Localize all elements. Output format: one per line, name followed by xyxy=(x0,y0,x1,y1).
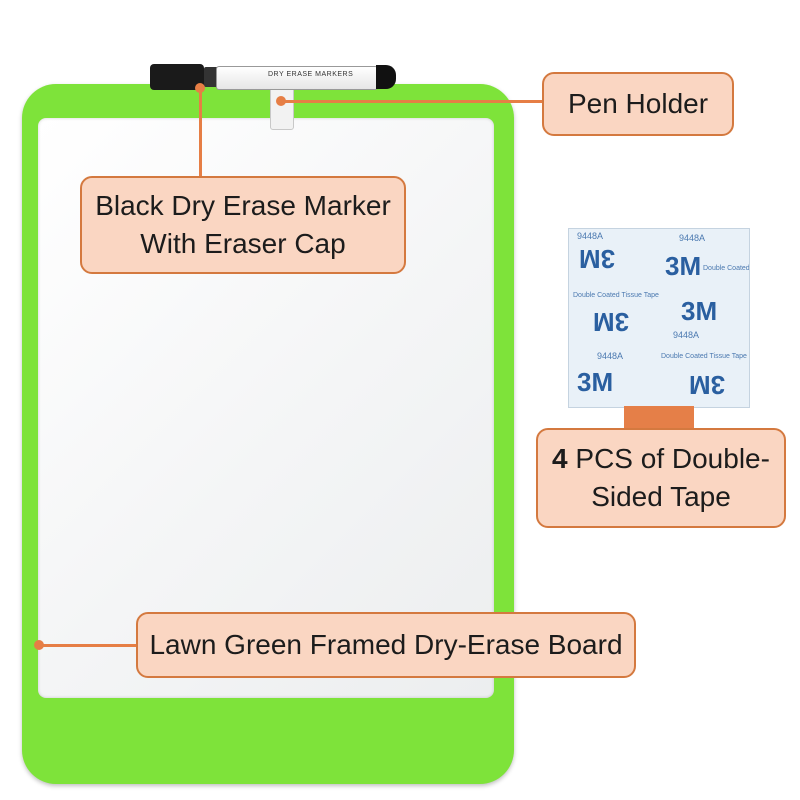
pen-holder-label: Pen Holder xyxy=(567,88,709,119)
tape-callout: 4 PCS of Double- Sided Tape xyxy=(536,428,786,528)
tape-label-line2: Sided Tape xyxy=(591,481,731,512)
marker-barrel xyxy=(216,66,378,90)
board-leader-dot xyxy=(34,640,44,650)
marker-label-line2: With Eraser Cap xyxy=(140,228,346,259)
pen-holder-callout: Pen Holder xyxy=(542,72,734,136)
marker-cap-tip xyxy=(204,67,218,87)
marker-callout: Black Dry Erase Marker With Eraser Cap xyxy=(80,176,406,274)
tape-logo: 3M xyxy=(681,296,718,326)
dry-erase-marker: DRY ERASE MARKERS xyxy=(150,60,400,96)
tape-code: 9448A xyxy=(577,231,604,241)
tape-logo: 3M xyxy=(689,370,726,400)
tape-count: 4 xyxy=(552,443,568,474)
marker-end xyxy=(376,65,396,89)
marker-leader-line xyxy=(199,88,202,178)
pen-holder-leader-dot xyxy=(276,96,286,106)
tape-logo: 3M xyxy=(577,367,614,397)
marker-barrel-text: DRY ERASE MARKERS xyxy=(268,71,354,78)
tape-logo: 3M xyxy=(665,251,702,281)
marker-label-line1: Black Dry Erase Marker xyxy=(95,190,391,221)
tape-logo: 3M xyxy=(593,307,630,337)
pen-holder-leader-line xyxy=(281,100,543,103)
tape-code: 9448A xyxy=(597,351,624,361)
tape-code: 9448A xyxy=(673,330,700,340)
tape-tissue-text: Double Coated Tissue Tape xyxy=(661,353,747,360)
tape-label-line1: 4 PCS of Double- xyxy=(552,440,770,478)
tape-logo: 3M xyxy=(579,244,616,274)
marker-leader-dot xyxy=(195,83,205,93)
tape-code: 9448A xyxy=(679,233,706,243)
double-sided-tape-image: 3M 9448A 9448A 3M Double Coated Tissue T… xyxy=(568,228,750,408)
tape-connector xyxy=(624,406,694,430)
tape-tissue-text: Double Coated Tissue Tape xyxy=(573,292,659,299)
board-label: Lawn Green Framed Dry-Erase Board xyxy=(149,629,623,660)
board-leader-line xyxy=(38,644,138,647)
board-callout: Lawn Green Framed Dry-Erase Board xyxy=(136,612,636,678)
tape-tissue-text: Double Coated Tissue Tape xyxy=(703,265,750,272)
pen-holder-clip xyxy=(270,86,294,130)
tape-label-rest: PCS of Double- xyxy=(567,443,770,474)
